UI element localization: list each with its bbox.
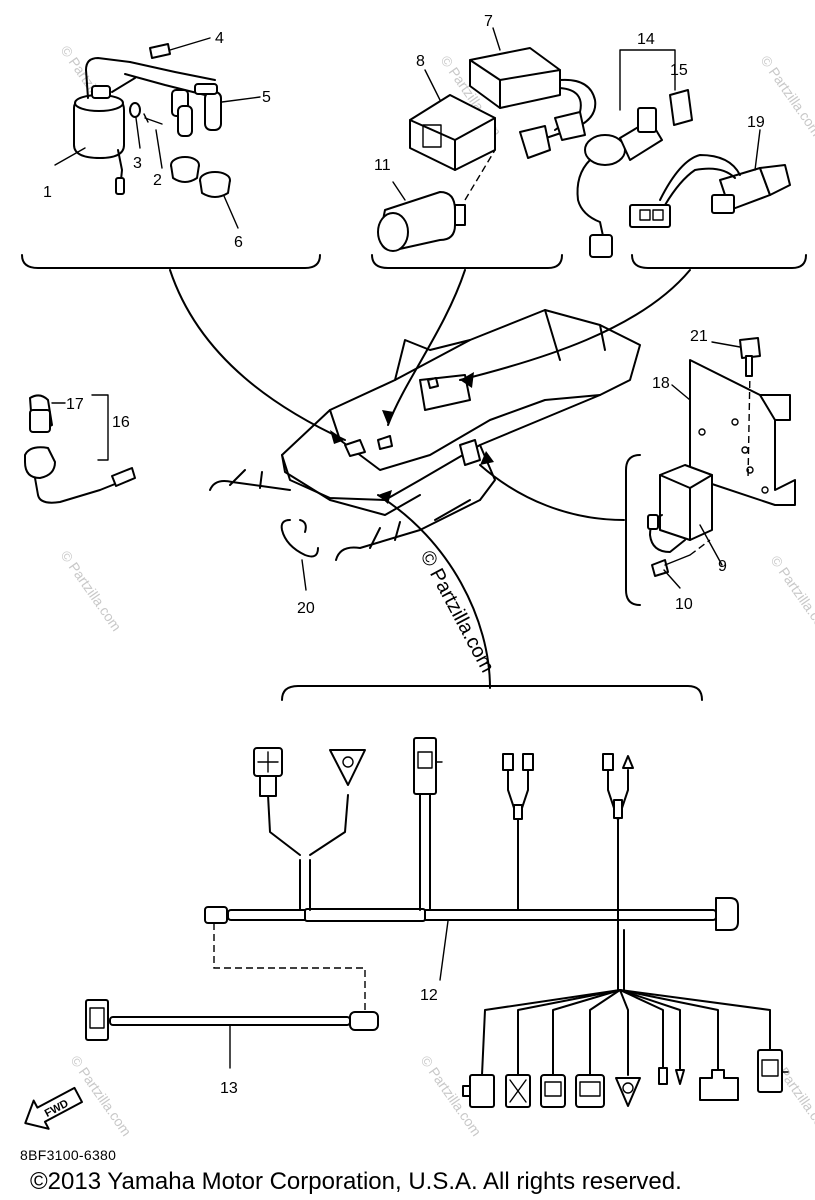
- clamp-part: [280, 519, 319, 558]
- callout-label: 7: [484, 13, 493, 30]
- wire-harness-part: [204, 737, 789, 1108]
- callout-label: 16: [112, 414, 130, 431]
- watermark-faint: © Partzilla.com: [758, 53, 815, 139]
- callout-label: 3: [133, 155, 142, 172]
- arrowhead: [378, 490, 392, 504]
- arrowhead: [480, 451, 494, 465]
- plug-cap-part: [124, 43, 222, 137]
- regulator-bracket-part: [689, 337, 796, 506]
- callout-label: 9: [718, 558, 727, 575]
- leader-right-group: [459, 269, 691, 381]
- bolt-part: [143, 113, 163, 125]
- leader-harness-group: [377, 494, 491, 689]
- key-part: [669, 89, 693, 126]
- callout-label: 15: [670, 62, 688, 79]
- grommet-part: [170, 156, 231, 198]
- bolt-part: [651, 559, 669, 577]
- leader-center-group: [387, 269, 466, 426]
- relay-part: [377, 149, 496, 252]
- callouts: 1 2 3 4 5 6 7 8 9 10 11 12 13 14 15 16 1…: [43, 13, 765, 1097]
- callout-label: 6: [234, 234, 243, 251]
- cdi-unit-part: [469, 47, 597, 159]
- watermark-faint: © Partzilla.com: [58, 548, 125, 634]
- fwd-arrow-icon: FWD: [24, 1086, 84, 1130]
- callout-label: 19: [747, 114, 765, 131]
- group-bracket-center: [371, 254, 563, 269]
- copyright-notice: ©2013 Yamaha Motor Corporation, U.S.A. A…: [30, 1168, 682, 1195]
- group-bracket-cdi: [625, 454, 641, 606]
- watermark-main: © Partzilla.com: [416, 547, 499, 676]
- leader-left-group: [169, 269, 346, 441]
- callout-label: 21: [690, 328, 708, 345]
- cdi-cover-part: [409, 94, 496, 171]
- callout-label: 12: [420, 987, 438, 1004]
- watermark-faint: © Partzilla.com: [768, 553, 815, 639]
- lead-wire-part: [85, 999, 379, 1041]
- diagram-code: 8BF3100-6380: [20, 1147, 117, 1163]
- callout-label: 17: [66, 396, 84, 413]
- tail-light-part: [24, 394, 136, 504]
- callout-label: 1: [43, 184, 52, 201]
- callout-label: 8: [416, 53, 425, 70]
- arrowhead: [382, 410, 394, 425]
- snowmobile-body: [209, 309, 641, 561]
- callout-label: 5: [262, 89, 271, 106]
- callout-label: 14: [637, 31, 655, 48]
- group-bracket-bottom: [281, 685, 703, 701]
- ignition-coil-part: [73, 57, 136, 195]
- regulator-part: [647, 464, 713, 577]
- emergency-switch-part: [629, 154, 791, 228]
- callout-label: 2: [153, 172, 162, 189]
- group-bracket-right: [631, 254, 807, 269]
- callout-label: 11: [374, 157, 391, 174]
- main-switch-part: [576, 107, 663, 258]
- callout-label: 4: [215, 30, 224, 47]
- group-bracket-left: [21, 254, 321, 269]
- callout-label: 10: [675, 596, 693, 613]
- washer-part: [129, 102, 141, 118]
- leader-cdi-group: [479, 464, 625, 521]
- callout-label: 13: [220, 1080, 238, 1097]
- callout-label: 20: [297, 600, 315, 617]
- callout-label: 18: [652, 375, 670, 392]
